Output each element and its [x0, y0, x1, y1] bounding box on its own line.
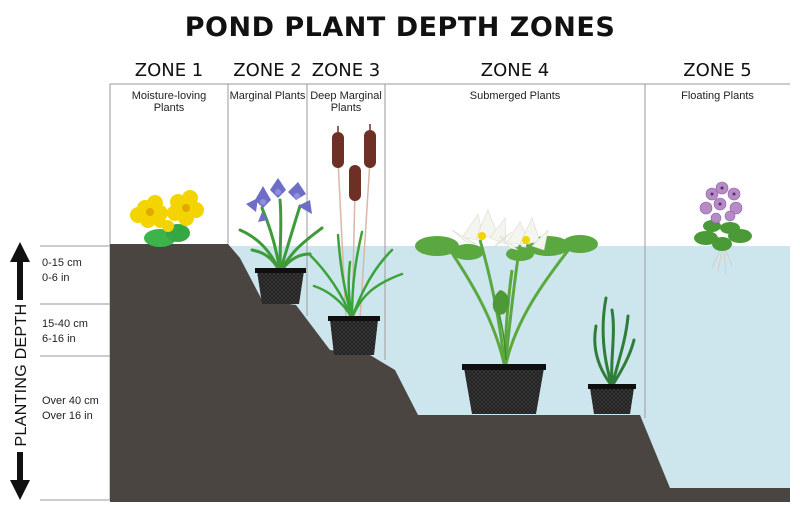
pot-zone-2 — [257, 271, 304, 304]
pot-zone-4-small — [590, 388, 634, 414]
pot-zone-3 — [330, 320, 378, 355]
zone-2-label: Marginal Plants — [228, 90, 307, 102]
submerged-grass-plant — [588, 296, 636, 414]
arrow-up-icon — [10, 242, 30, 300]
depth-guides — [40, 245, 110, 501]
zone-5-label-line-1: Floating Plants — [681, 90, 754, 102]
zone-4-label: Submerged Plants — [385, 90, 645, 102]
arrow-down-icon — [10, 452, 30, 500]
zone-5-label: Floating Plants — [645, 90, 790, 102]
zone-3-label-line-2: Plants — [330, 102, 362, 114]
depth-range-3-imperial: Over 16 in — [42, 410, 93, 422]
yellow-flower-plant — [130, 190, 204, 247]
zone-1-label-line-2: Plants — [153, 102, 185, 114]
zone-3-label: Deep Marginal Plants — [307, 90, 385, 114]
zone-3-heading: ZONE 3 — [311, 60, 381, 81]
zone-1-label-line-1: Moisture-loving — [131, 90, 207, 102]
pot-zone-4 — [464, 368, 544, 414]
zone-2-label-line-1: Marginal Plants — [229, 90, 306, 102]
depth-range-1-imperial: 0-6 in — [42, 272, 70, 284]
pond-bank-soil — [110, 244, 790, 502]
zone-5-heading: ZONE 5 — [683, 60, 752, 81]
zone-4-label-line-1: Submerged Plants — [469, 90, 561, 102]
depth-range-2: 15-40 cm 6-16 in — [42, 317, 88, 347]
depth-range-1: 0-15 cm 0-6 in — [42, 256, 82, 286]
zone-1-label: Moisture-loving Plants — [110, 90, 228, 114]
water-lily-plant — [415, 209, 598, 414]
zone-4-heading: ZONE 4 — [480, 60, 550, 81]
depth-range-2-imperial: 6-16 in — [42, 333, 76, 345]
zone-3-label-line-1: Deep Marginal — [310, 90, 382, 102]
depth-range-3: Over 40 cm Over 16 in — [42, 394, 99, 424]
depth-range-1-metric: 0-15 cm — [42, 257, 82, 269]
zone-1-heading: ZONE 1 — [134, 60, 204, 81]
page-title: POND PLANT DEPTH ZONES — [184, 12, 616, 43]
cattail-plant — [308, 124, 404, 355]
depth-range-3-metric: Over 40 cm — [42, 395, 99, 407]
depth-range-2-metric: 15-40 cm — [42, 318, 88, 330]
planting-depth-label: PLANTING DEPTH — [13, 303, 30, 447]
iris-plant — [238, 178, 324, 304]
water-hyacinth-plant — [694, 181, 752, 275]
zone-2-heading: ZONE 2 — [233, 60, 302, 81]
